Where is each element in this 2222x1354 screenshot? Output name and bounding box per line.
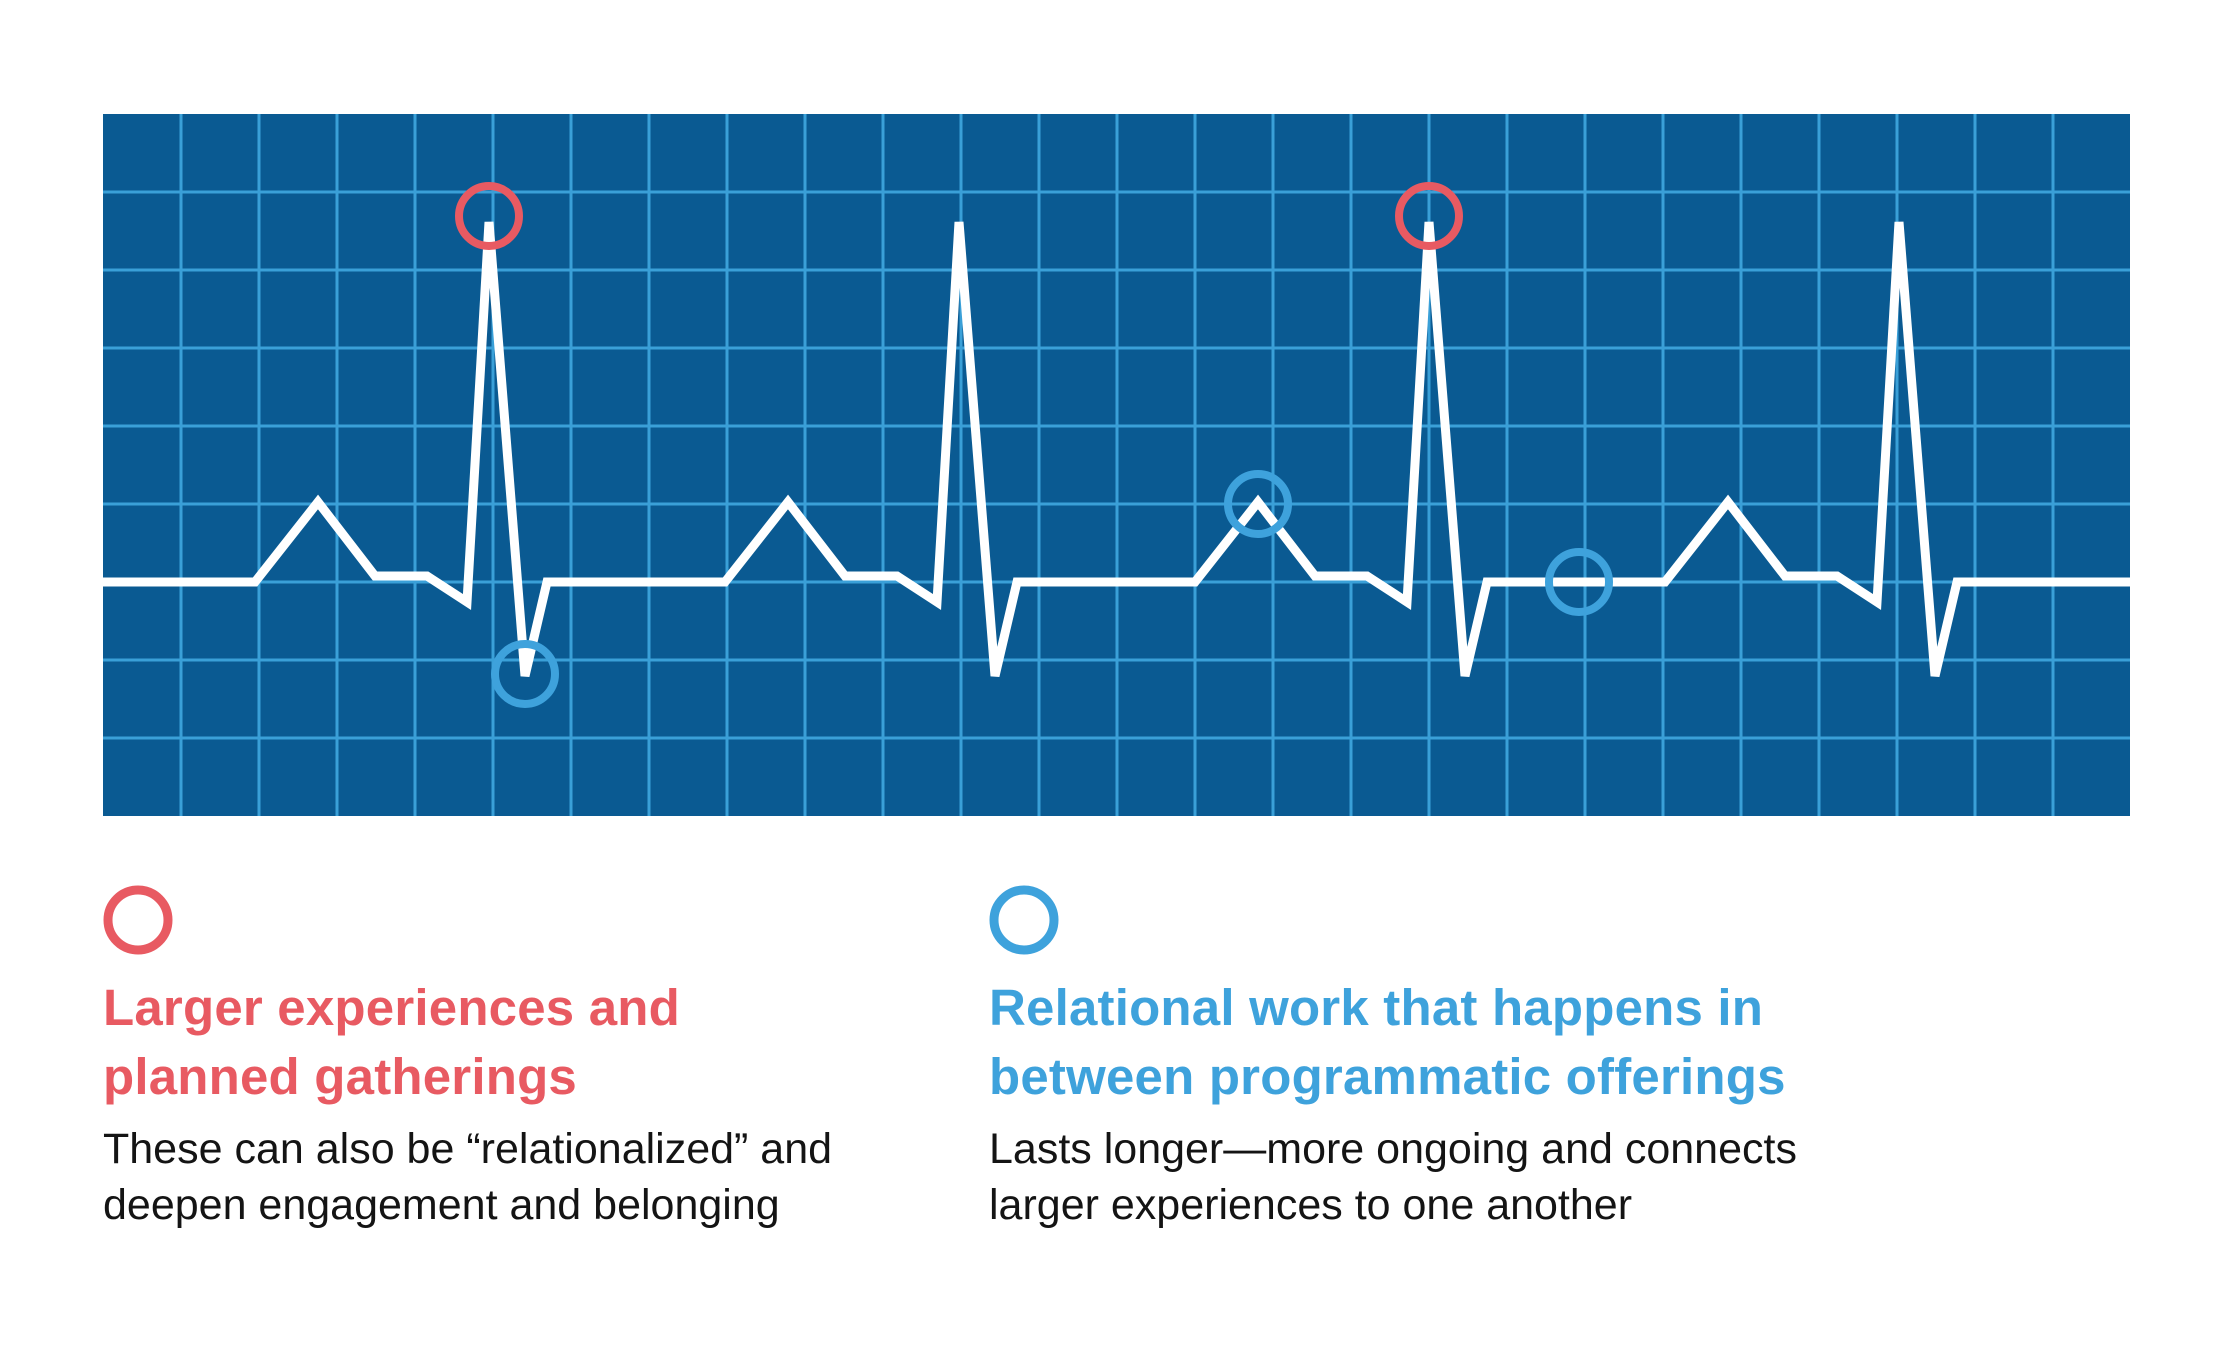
- legend-description-line: Lasts longer—more ongoing and connects: [989, 1125, 1797, 1173]
- legend-title-line: planned gatherings: [103, 1048, 577, 1105]
- legend-item-larger-experiences: Larger experiences and planned gathering…: [103, 885, 983, 1233]
- blue-marker-baseline-beat-4: [1545, 548, 1613, 616]
- markers-layer: [455, 182, 1613, 708]
- legend-title-red: Larger experiences and planned gathering…: [103, 973, 983, 1111]
- legend-title-blue: Relational work that happens in between …: [989, 973, 1869, 1111]
- red-marker-peak-beat-1: [455, 182, 523, 250]
- legend-description-line: larger experiences to one another: [989, 1181, 1633, 1229]
- legend-description-line: deepen engagement and belonging: [103, 1181, 780, 1229]
- blue-marker-bump-beat-3: [1224, 470, 1292, 538]
- legend-title-line: Relational work that happens in: [989, 979, 1764, 1036]
- legend-item-relational-work: Relational work that happens in between …: [989, 885, 1869, 1233]
- red-marker-peak-beat-3: [1395, 182, 1463, 250]
- legend-title-line: Larger experiences and: [103, 979, 681, 1036]
- blue-circle-icon: [989, 885, 1059, 955]
- heartbeat-trace: [103, 221, 2130, 678]
- legend-title-line: between programmatic offerings: [989, 1048, 1786, 1105]
- legend-description-blue: Lasts longer—more ongoing and connects l…: [989, 1121, 1869, 1233]
- blue-marker-trough-beat-1: [491, 640, 559, 708]
- legend-description-red: These can also be “relationalized” and d…: [103, 1121, 983, 1233]
- red-circle-icon: [103, 885, 173, 955]
- legend-description-line: These can also be “relationalized” and: [103, 1125, 833, 1173]
- ecg-grid-lines: [103, 114, 2130, 816]
